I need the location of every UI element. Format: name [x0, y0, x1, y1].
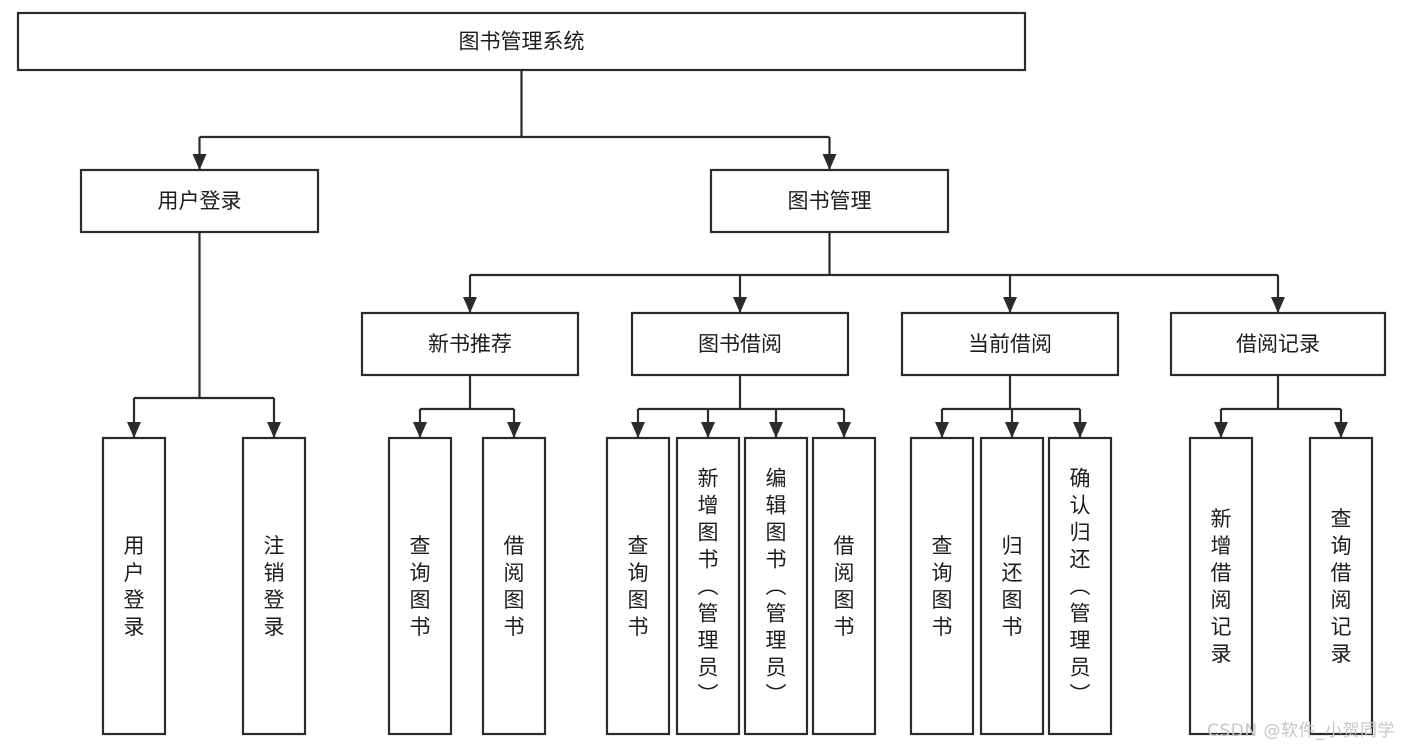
- node-leaf-query-record[interactable]: 查询借阅记录: [1308, 436, 1374, 736]
- node-label-book-borrow: 图书借阅: [698, 332, 782, 356]
- node-box-leaf-confirm-return: [1047, 436, 1113, 736]
- node-label-user-login: 用户登录: [158, 189, 242, 213]
- node-label-leaf-query-book-rec: 查询图书: [410, 534, 431, 639]
- node-label-new-book-recommend: 新书推荐: [428, 332, 512, 356]
- node-leaf-return-book[interactable]: 归还图书: [979, 436, 1045, 736]
- arrow-head: [631, 422, 645, 438]
- arrow-head: [733, 297, 747, 313]
- csdn-watermark: CSDN @软件_小贺同学: [1207, 721, 1395, 741]
- nodes-layer: 图书管理系统用户登录图书管理新书推荐图书借阅当前借阅借阅记录用户登录注销登录查询…: [16, 11, 1387, 736]
- node-current-borrow[interactable]: 当前借阅: [900, 311, 1120, 377]
- node-box-root: [16, 11, 1027, 72]
- node-label-leaf-borrow-book: 借阅图书: [834, 534, 855, 639]
- node-leaf-query-book-borrow[interactable]: 查询图书: [605, 436, 671, 736]
- node-leaf-borrow-book[interactable]: 借阅图书: [811, 436, 877, 736]
- arrow-head: [1003, 297, 1017, 313]
- node-label-leaf-logout: 注销登录: [264, 534, 285, 639]
- arrow-head: [935, 422, 949, 438]
- arrow-head: [822, 154, 837, 170]
- node-label-leaf-borrow-book-rec: 借阅图书: [504, 534, 525, 639]
- node-user-login[interactable]: 用户登录: [79, 168, 320, 234]
- arrow-head: [1271, 297, 1285, 313]
- arrow-head: [701, 422, 715, 438]
- node-box-leaf-borrow-book: [811, 436, 877, 736]
- arrow-head: [1005, 422, 1019, 438]
- node-box-user-login: [79, 168, 320, 234]
- connectors-layer: [127, 70, 1348, 438]
- node-leaf-add-record[interactable]: 新增借阅记录: [1188, 436, 1254, 736]
- node-label-borrow-record: 借阅记录: [1236, 332, 1320, 356]
- arrow-head: [1334, 422, 1348, 438]
- node-label-leaf-add-book: 新增图书︵管理员︶: [698, 467, 719, 707]
- node-label-root: 图书管理系统: [459, 30, 585, 54]
- node-label-leaf-edit-book: 编辑图书︵管理员︶: [766, 467, 787, 707]
- node-box-leaf-edit-book: [743, 436, 809, 736]
- node-box-book-borrow: [630, 311, 850, 377]
- arrow-head: [769, 422, 783, 438]
- node-leaf-borrow-book-rec[interactable]: 借阅图书: [481, 436, 547, 736]
- node-label-leaf-query-book-borrow: 查询图书: [628, 534, 649, 639]
- node-leaf-query-book-current[interactable]: 查询图书: [909, 436, 975, 736]
- node-label-leaf-confirm-return: 确认归还︵管理员︶: [1070, 467, 1091, 707]
- arrow-head: [192, 154, 207, 170]
- arrow-head: [127, 422, 141, 438]
- node-new-book-recommend[interactable]: 新书推荐: [360, 311, 580, 377]
- node-label-leaf-user-login: 用户登录: [124, 534, 145, 639]
- node-box-borrow-record: [1169, 311, 1387, 377]
- arrow-head: [267, 422, 281, 438]
- node-box-leaf-user-login: [101, 436, 167, 736]
- node-label-leaf-query-book-current: 查询图书: [932, 534, 953, 639]
- arrow-head: [837, 422, 851, 438]
- arrow-head: [507, 422, 521, 438]
- node-leaf-confirm-return[interactable]: 确认归还︵管理员︶: [1047, 436, 1113, 736]
- node-leaf-add-book[interactable]: 新增图书︵管理员︶: [675, 436, 741, 736]
- node-root[interactable]: 图书管理系统: [16, 11, 1027, 72]
- node-leaf-edit-book[interactable]: 编辑图书︵管理员︶: [743, 436, 809, 736]
- node-box-book-management: [709, 168, 950, 234]
- arrow-head: [1214, 422, 1228, 438]
- node-box-leaf-add-record: [1188, 436, 1254, 736]
- node-leaf-logout[interactable]: 注销登录: [241, 436, 307, 736]
- node-label-current-borrow: 当前借阅: [968, 332, 1052, 356]
- node-box-leaf-borrow-book-rec: [481, 436, 547, 736]
- node-box-leaf-add-book: [675, 436, 741, 736]
- node-box-new-book-recommend: [360, 311, 580, 377]
- arrow-head: [1073, 422, 1087, 438]
- arrow-head: [463, 297, 477, 313]
- node-label-leaf-query-record: 查询借阅记录: [1331, 507, 1352, 666]
- node-label-leaf-return-book: 归还图书: [1002, 534, 1023, 639]
- node-label-book-management: 图书管理: [788, 189, 872, 213]
- node-book-management[interactable]: 图书管理: [709, 168, 950, 234]
- node-borrow-record[interactable]: 借阅记录: [1169, 311, 1387, 377]
- arrow-head: [413, 422, 427, 438]
- node-leaf-user-login[interactable]: 用户登录: [101, 436, 167, 736]
- node-box-leaf-query-record: [1308, 436, 1374, 736]
- node-book-borrow[interactable]: 图书借阅: [630, 311, 850, 377]
- node-box-current-borrow: [900, 311, 1120, 377]
- node-leaf-query-book-rec[interactable]: 查询图书: [387, 436, 453, 736]
- node-label-leaf-add-record: 新增借阅记录: [1211, 507, 1232, 666]
- node-box-leaf-query-book-rec: [387, 436, 453, 736]
- node-box-leaf-query-book-borrow: [605, 436, 671, 736]
- node-box-leaf-return-book: [979, 436, 1045, 736]
- node-box-leaf-query-book-current: [909, 436, 975, 736]
- node-box-leaf-logout: [241, 436, 307, 736]
